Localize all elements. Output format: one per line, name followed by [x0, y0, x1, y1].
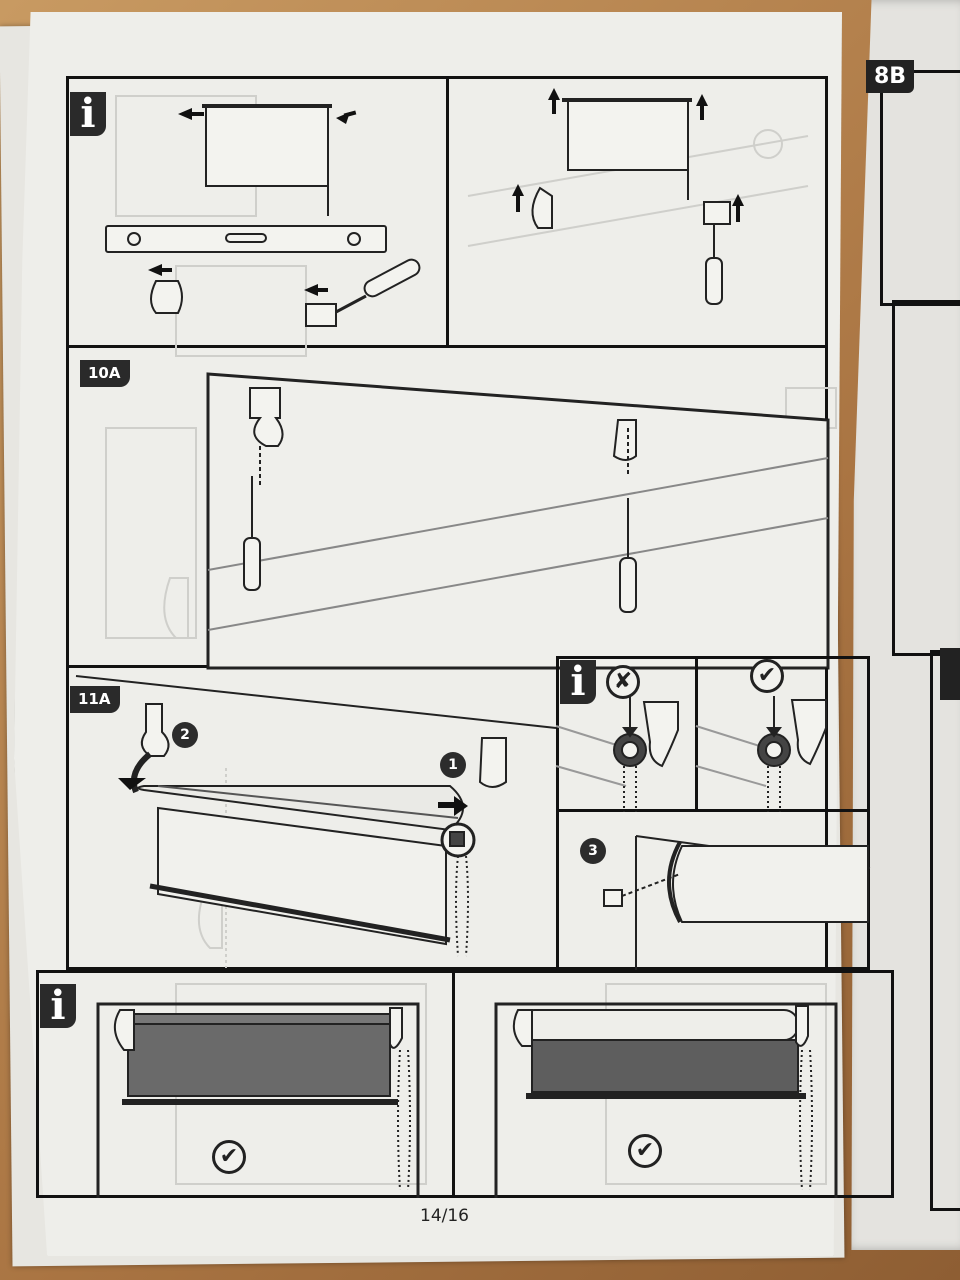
marker-3: 3 — [580, 838, 606, 864]
info-detail-frame — [556, 656, 870, 812]
step-11a-label: 11A — [70, 686, 121, 713]
top-left-illustration — [105, 95, 421, 357]
step-10a-illustration — [105, 372, 837, 670]
step-10a-label: 10A — [80, 360, 131, 387]
next-page-step-label: 8B — [866, 60, 915, 93]
correct-icon-right: ✔ — [628, 1134, 662, 1168]
info-detail-divider — [695, 656, 698, 812]
info-tag-detail: i — [560, 660, 596, 704]
info-tag-bottom: i — [40, 984, 76, 1028]
next-page-frame-top — [880, 70, 960, 306]
bottom-row-frame — [36, 970, 894, 1198]
correct-icon: ✔ — [750, 659, 784, 693]
marker-2: 2 — [172, 722, 198, 748]
page-number: 14/16 — [420, 1206, 469, 1226]
top-right-illustration — [467, 88, 809, 305]
step-3-illustration — [603, 835, 871, 970]
next-page-frame-mid — [892, 300, 960, 656]
correct-icon-left: ✔ — [212, 1140, 246, 1174]
next-page — [851, 0, 960, 1250]
next-page-info-tag — [940, 648, 960, 700]
step-11a-row-frame — [66, 668, 828, 970]
top-row-divider — [446, 76, 449, 348]
info-tag-top-left: i — [70, 92, 106, 136]
incorrect-icon: ✘ — [606, 665, 640, 699]
step-11a-illustration — [75, 675, 557, 968]
info-detail-illustration — [555, 696, 827, 812]
next-page-frame-bottom — [930, 650, 960, 1211]
marker-1: 1 — [440, 752, 466, 778]
bottom-illustrations — [96, 983, 838, 1198]
bottom-row-divider — [452, 970, 455, 1198]
